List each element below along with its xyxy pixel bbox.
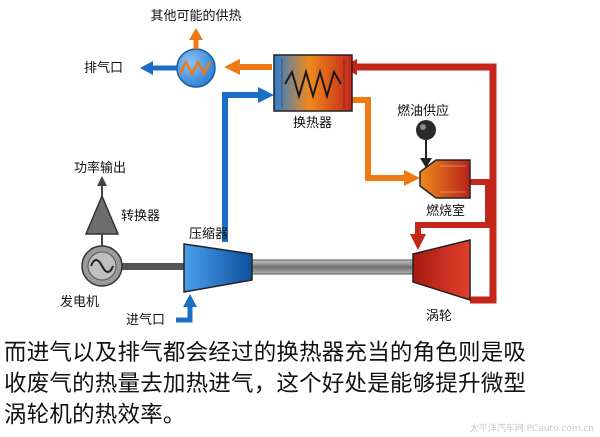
intake-arrow — [176, 294, 197, 323]
compressed-air-duct — [222, 87, 274, 242]
label-converter: 转换器 — [121, 209, 160, 224]
label-combustion-chamber: 燃烧室 — [426, 203, 465, 219]
power-output-arrow — [97, 176, 107, 196]
generator — [81, 245, 123, 287]
label-heat-exchanger: 换热器 — [293, 116, 332, 131]
fuel-supply — [416, 120, 436, 168]
label-generator: 发电机 — [60, 294, 99, 310]
heat-exchanger — [273, 54, 353, 112]
turbine — [412, 239, 471, 302]
exhaust-arrow — [140, 61, 177, 75]
caption-line-3: 涡轮机的热效率。 — [4, 402, 186, 428]
label-fuel-supply: 燃油供应 — [397, 103, 449, 119]
label-turbine: 涡轮 — [426, 309, 452, 324]
label-compressor: 压缩器 — [189, 226, 228, 242]
shaft — [119, 259, 414, 275]
converter — [84, 194, 120, 246]
label-intake: 进气口 — [126, 312, 165, 328]
heat-recovery-unit — [176, 48, 216, 88]
combustion-chamber — [419, 159, 471, 199]
caption-line-2: 收废气的热量去加热进气，这个好处是能够提升微型 — [4, 371, 527, 397]
compressor — [183, 243, 253, 293]
label-other-heat: 其他可能的供热 — [150, 8, 241, 24]
other-heat-arrow — [189, 28, 203, 49]
warm-air-duct — [340, 97, 420, 186]
combustion-to-turbine-duct — [410, 179, 491, 250]
caption-line-1: 而进气以及排气都会经过的换热器充当的角色则是吸 — [4, 340, 527, 366]
exhaust-to-recovery-duct — [224, 59, 272, 75]
caption: 而进气以及排气都会经过的换热器充当的角色则是吸 收废气的热量去加热进气，这个好处… — [4, 338, 596, 431]
label-power-output: 功率输出 — [74, 160, 126, 176]
watermark: 太平洋汽车网 PCauto.com.cn — [469, 424, 594, 434]
label-exhaust: 排气口 — [84, 60, 123, 76]
